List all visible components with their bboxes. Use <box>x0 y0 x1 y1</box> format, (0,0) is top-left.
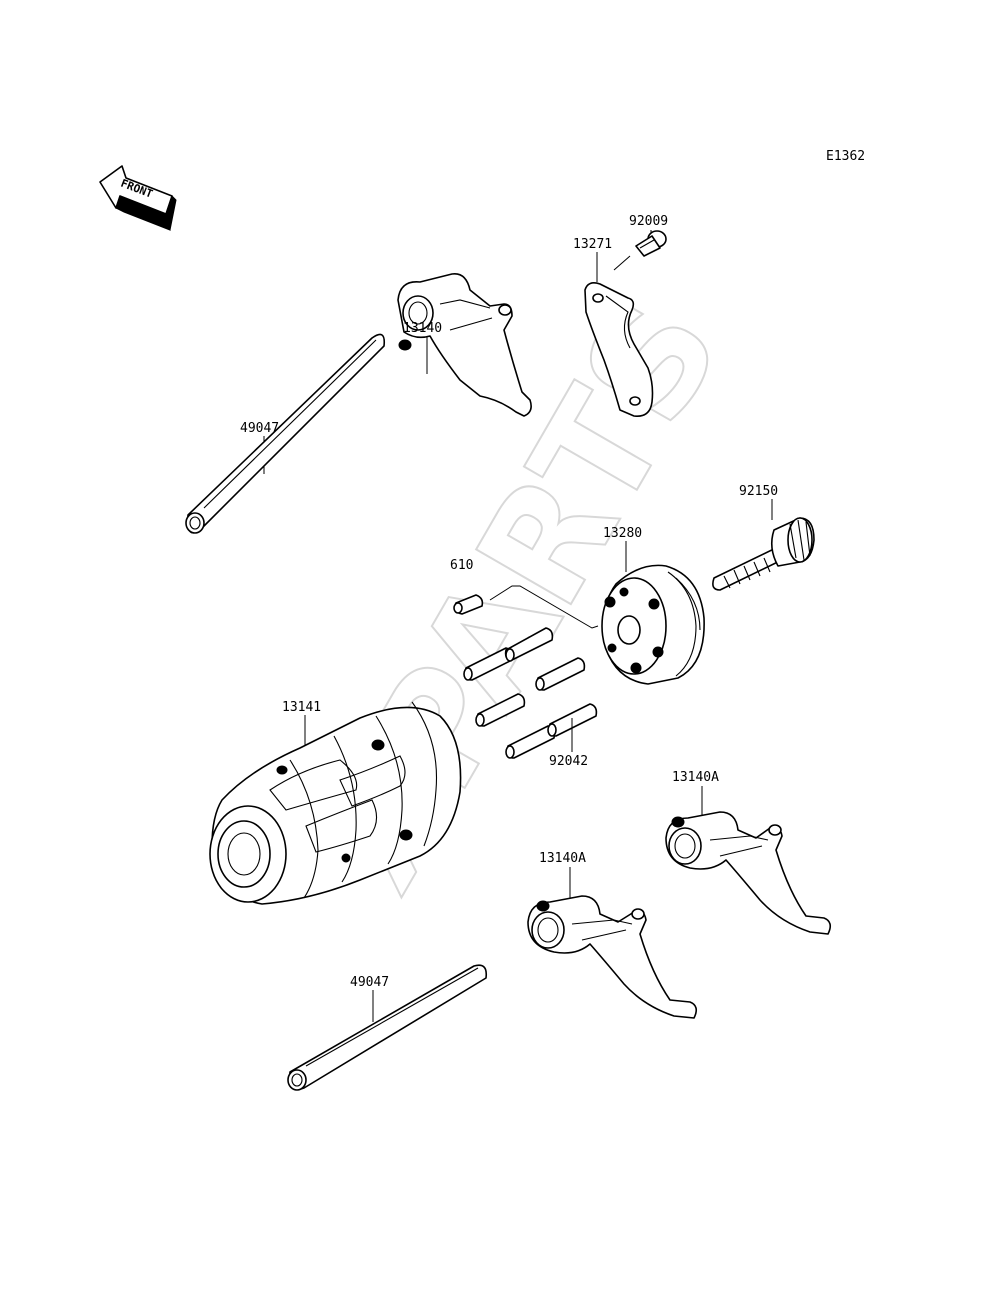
part-label-13140A-left: 13140A <box>539 851 586 866</box>
plate-13271 <box>584 252 654 418</box>
shift-fork-13140A-right <box>665 786 832 935</box>
part-label-49047-top: 49047 <box>240 421 279 436</box>
part-label-13280: 13280 <box>603 526 642 541</box>
part-label-92150: 92150 <box>739 484 778 499</box>
part-label-92042: 92042 <box>549 754 588 769</box>
shift-fork-13140A-left <box>527 867 698 1019</box>
shift-drum-13141 <box>209 701 462 905</box>
bolt-92150 <box>712 499 815 591</box>
shift-drum-cam-13280 <box>601 541 705 685</box>
part-label-49047-bottom: 49047 <box>350 975 389 990</box>
part-label-92009: 92009 <box>629 214 668 229</box>
diagram-code: E1362 <box>826 149 865 164</box>
bolt-92009 <box>613 230 667 271</box>
part-label-13140A-right: 13140A <box>672 770 719 785</box>
pin-610 <box>453 585 599 629</box>
shaft-49047-top <box>185 333 386 534</box>
shift-fork-13140 <box>397 273 532 417</box>
front-arrow-icon: FRONT <box>99 165 177 231</box>
part-label-13141: 13141 <box>282 700 321 715</box>
pins-92042 <box>463 627 598 759</box>
part-label-13271: 13271 <box>573 237 612 252</box>
part-label-13140: 13140 <box>403 321 442 336</box>
part-label-610: 610 <box>450 558 473 573</box>
shaft-49047-bottom <box>287 964 488 1091</box>
